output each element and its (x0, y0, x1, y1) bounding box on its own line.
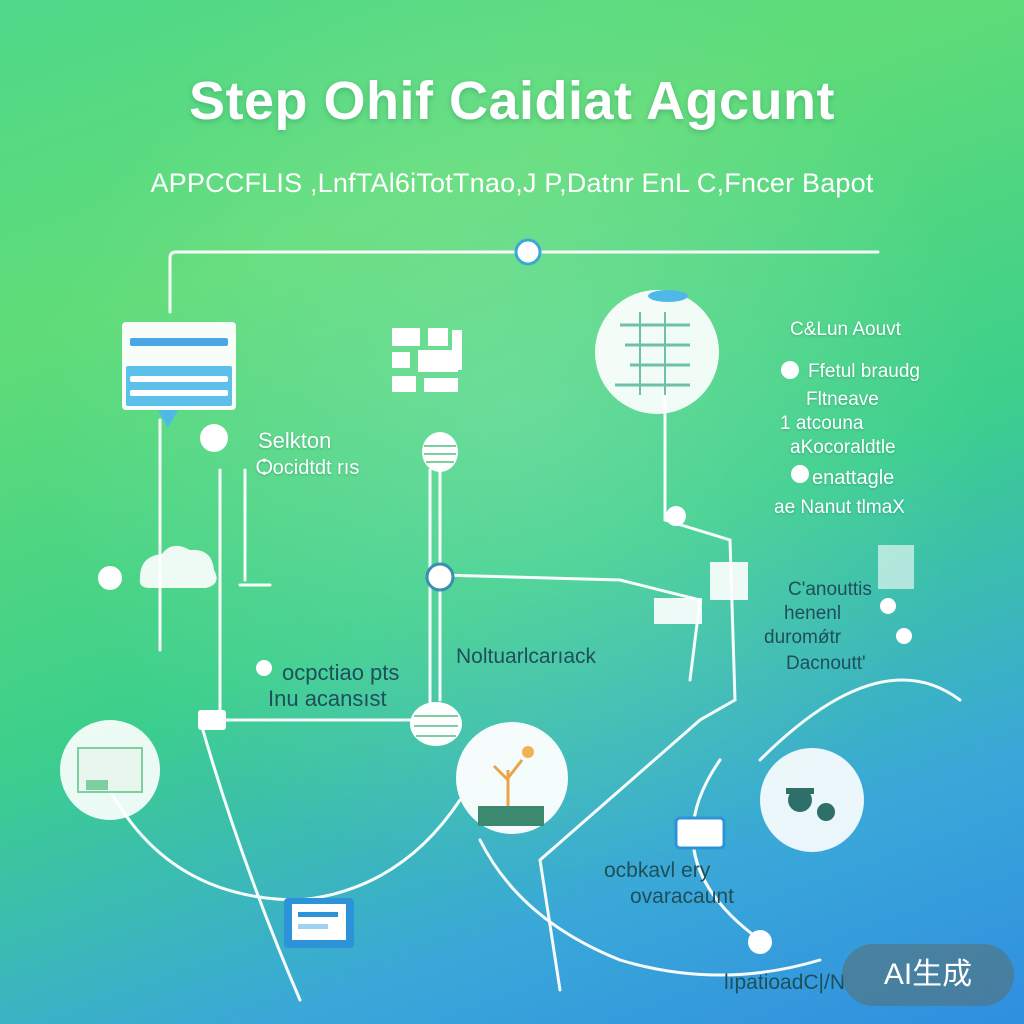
middle-label: Noltuarlcarıack (456, 645, 597, 668)
bottom-sublabel: ovaracaunt (630, 885, 734, 908)
right-line-3: 1 atcouna (780, 413, 864, 434)
top-node (514, 238, 542, 266)
page-title: Step Ohif Caidiat Agcunt (189, 71, 835, 131)
right-line-4: aKocoraldtle (790, 437, 896, 458)
striped-ovals (410, 432, 462, 746)
chart-bubble (595, 290, 719, 414)
middle-node (425, 562, 455, 592)
bottom-curve-left (108, 788, 462, 902)
small-card (198, 710, 226, 730)
bottom-right-label: lıpatioadC|/N (724, 971, 846, 994)
small-device (674, 816, 726, 850)
right-loop (691, 758, 762, 942)
right-mid-line-4: Dacnoutt' (786, 653, 866, 674)
right-curve (758, 678, 962, 762)
bottom-curve-drop (198, 718, 302, 1002)
page-subtitle: APPCCFLIS ,LnfTAl6iTotTnao,J P,Datnr EnL… (150, 168, 874, 198)
right-mid-line-3: duromǿtr (764, 627, 842, 648)
top-connector (168, 250, 880, 314)
right-small-panels (654, 545, 914, 624)
right-heading: C‎&Lun Aouvt (790, 319, 901, 340)
grid-block-icon (392, 328, 462, 392)
right-connector (663, 378, 737, 702)
right-line-2: Fltneave (806, 389, 879, 410)
flow-nodes (98, 361, 912, 954)
selection-connector (218, 468, 432, 722)
selection-branch (238, 468, 272, 587)
plant-bubble (456, 722, 568, 834)
ai-generated-badge: AI生成 (842, 944, 1014, 1006)
gear-bubble (760, 748, 864, 852)
right-mid-line-1: C'anouttis (788, 579, 872, 600)
selection-sublabel: Ѻocidtdt rıs (256, 457, 360, 479)
right-line-5: enattagle (812, 467, 895, 489)
step-label: ocpctiao pts (282, 660, 400, 685)
middle-branch (438, 573, 702, 682)
monitor-icon (284, 898, 354, 948)
form-panel (122, 322, 236, 428)
bottom-label: ocbkavl ery (604, 859, 711, 882)
connector-lines (108, 250, 962, 1002)
screen-bubble (60, 720, 160, 820)
selection-label: Selkton (258, 428, 332, 453)
right-line-1: Ffetul braudg (808, 361, 920, 382)
bottom-curve-right (478, 838, 822, 977)
right-line-6: ae Nanut tlmaX (774, 497, 905, 518)
step-sublabel: Inu acansıst (268, 686, 387, 711)
right-mid-line-2: henenl (784, 603, 842, 624)
right-lower-connector (538, 698, 737, 992)
small-dot (256, 660, 272, 676)
cloud-icon (139, 545, 217, 588)
